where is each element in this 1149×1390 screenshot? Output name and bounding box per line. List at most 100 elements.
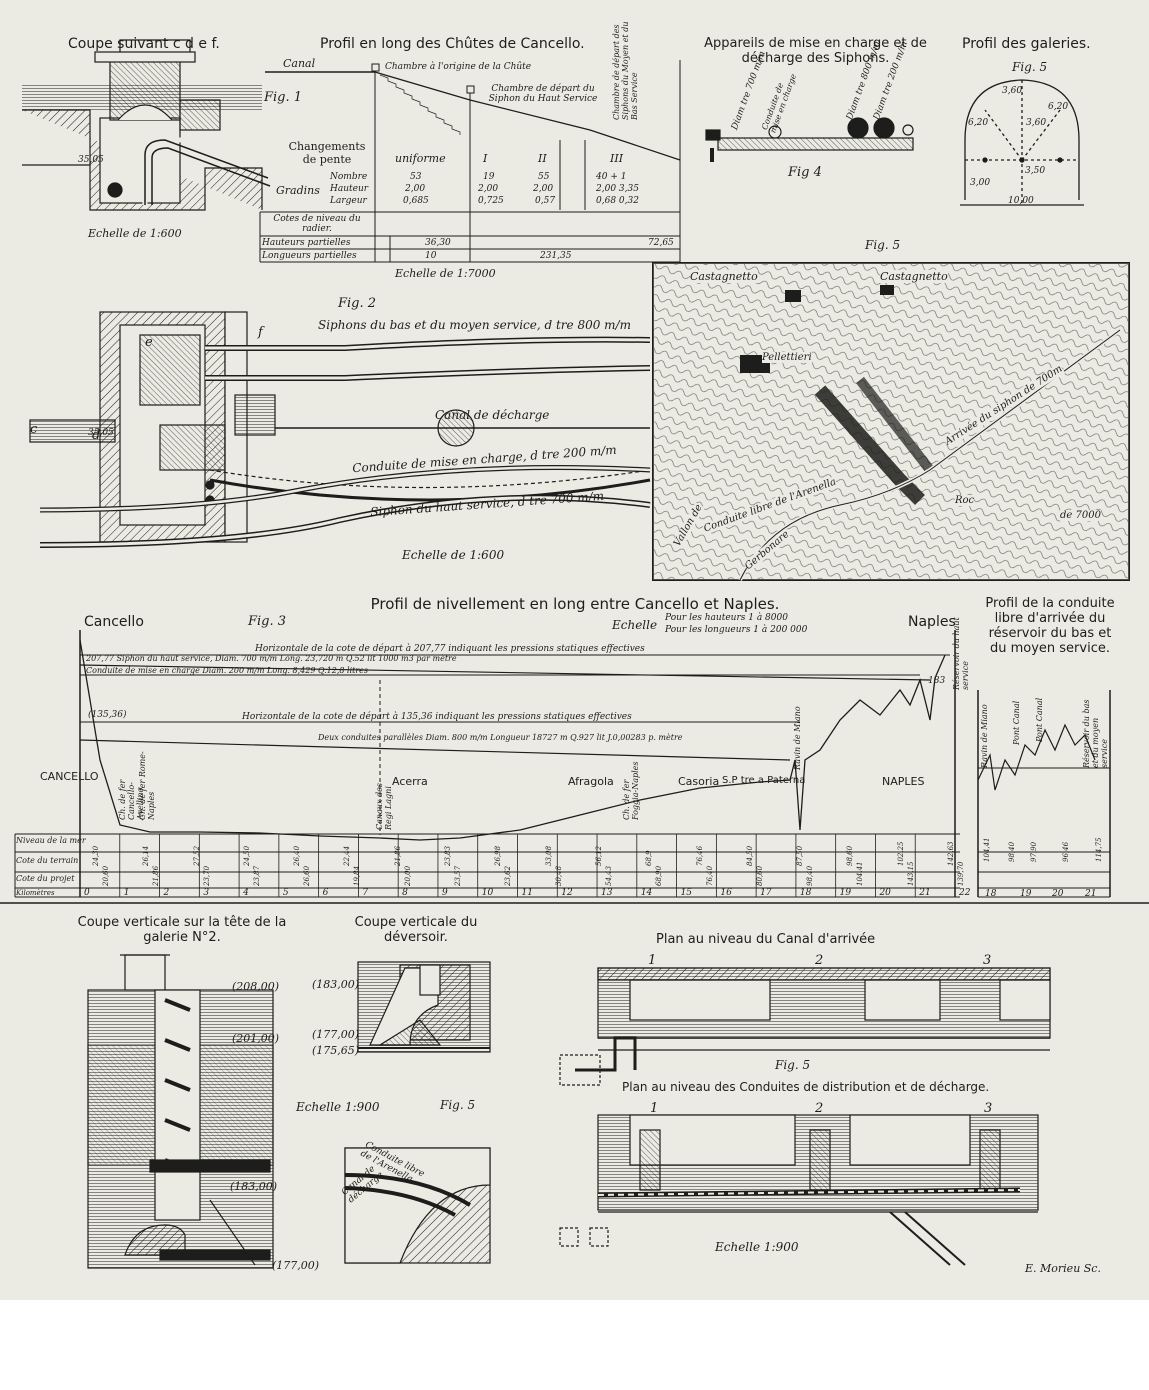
nivellement-title: Profil de nivellement en long entre Canc… — [370, 595, 780, 613]
right-km-3: 21 — [1085, 889, 1097, 899]
plan-canal-title: Plan au niveau du Canal d'arrivée — [656, 932, 876, 947]
right-vertical-2: Pont Canal — [1035, 697, 1044, 742]
terrain-elevation: 26,98 — [494, 845, 503, 866]
km-label: 9 — [441, 888, 448, 898]
profile-line1: Horizontale de la cote de départ à 207,7… — [255, 644, 645, 654]
letter-d: d — [92, 428, 101, 443]
terrain-elevation: 84,50 — [745, 845, 754, 866]
profile-echelle: Echelle — [612, 618, 658, 632]
deversoir-level-0: (183,00) — [312, 978, 360, 991]
hauteurs-label: Hauteurs partielles — [262, 238, 351, 248]
profile-line2: 207,77 Siphon du haut service, Diam. 700… — [86, 654, 457, 663]
terrain-elevation: 102,25 — [896, 841, 905, 867]
profil-chutes-title: Profil en long des Chûtes de Cancello. — [320, 36, 585, 52]
project-elevation: 20,00 — [403, 865, 412, 886]
profile-km-ticks — [79, 834, 956, 897]
km-label: 0 — [84, 888, 90, 898]
terrain-elevation: 87,50 — [796, 845, 805, 866]
map-label-7000: de 7000 — [1060, 510, 1101, 521]
vertical-5: Réservoir du haut service — [952, 617, 970, 690]
profile-peak: 183 — [928, 676, 946, 686]
canal-label: Canal — [283, 57, 316, 70]
km-label: 11 — [521, 888, 533, 898]
map-fig-label: Fig. 5 — [865, 238, 901, 252]
plan1-num-3: 3 — [983, 953, 992, 968]
nombre-0: 53 — [410, 172, 422, 182]
project-elevation: 23,62 — [504, 865, 513, 886]
project-elevation: 23,70 — [202, 865, 211, 886]
km-label: 17 — [760, 888, 772, 898]
naples-label: Naples — [908, 614, 956, 630]
right-elev-1: 98,40 — [1008, 841, 1016, 862]
galeries-fig: Fig. 5 — [1012, 60, 1048, 74]
map-label-pellettieri: Pellettieri — [762, 352, 812, 363]
nombre-3: 40 + 1 — [596, 172, 627, 182]
row-terrain: Cote du terrain — [16, 856, 79, 865]
plan2-num-2: 2 — [815, 1101, 824, 1116]
km-label: 10 — [481, 888, 494, 898]
km-label: 15 — [680, 888, 693, 898]
profile-line6: Deux conduites parallèles Diam. 800 m/m … — [318, 733, 683, 742]
km-label: 7 — [362, 888, 369, 898]
largeur-3: 0,68 0,32 — [596, 196, 639, 206]
project-elevation: 68,90 — [655, 865, 664, 886]
project-elevation: 54,43 — [604, 865, 613, 886]
longueurs-label: Longueurs partielles — [262, 251, 357, 261]
terrain-elevation: 26,40 — [293, 845, 302, 866]
hauteur-1: 2,00 — [478, 184, 499, 194]
plan-conduites-drawing — [559, 1114, 1039, 1266]
row-niveau: Niveau de la mer — [16, 836, 86, 845]
siphons-bas-label: Siphons du bas et du moyen service, d tr… — [318, 318, 631, 332]
col-uniforme: uniforme — [395, 152, 446, 165]
changements-label: Changements de pente — [288, 140, 366, 166]
project-elevation: 80,60 — [755, 865, 764, 886]
project-elevation: 23,57 — [454, 865, 463, 886]
project-elevation: 26,60 — [303, 865, 312, 886]
terrain-elevation: 27,52 — [192, 845, 201, 866]
plan-fig5-label: Fig. 5 — [775, 1058, 811, 1072]
project-elevation: 21,86 — [152, 865, 161, 886]
chambre-haut-label: Chambre de départ du Siphon du Haut Serv… — [488, 84, 598, 104]
fig2-label: Fig. 2 — [338, 296, 377, 311]
fig4-label: Fig 4 — [788, 165, 822, 180]
right-km-2: 20 — [1052, 889, 1064, 899]
hauteur-2: 2,00 — [533, 184, 554, 194]
map-label-roc: Roc — [955, 495, 975, 506]
row-nombre: Nombre — [330, 172, 368, 182]
galerie-level-3: (177,00) — [272, 1259, 320, 1272]
town-naples: NAPLES — [882, 775, 925, 788]
chambre-origine-label: Chambre à l'origine de la Chûte — [385, 62, 532, 72]
galerie-section-drawing — [87, 954, 274, 1269]
appareils-drawing — [705, 117, 914, 162]
map-label-castagnetto-1: Castagnetto — [690, 270, 758, 283]
chambre-bas-label: Chambre de départ des Siphons du Moyen e… — [612, 21, 639, 120]
km-label: 20 — [879, 888, 891, 898]
deversoir-level-2: (175,65) — [312, 1044, 360, 1057]
right-elev-3: 96,46 — [1062, 841, 1070, 862]
terrain-elevation: 98,60 — [846, 845, 855, 866]
town-cancello: CANCELLO — [40, 770, 99, 783]
galerie-profile-drawing — [960, 79, 1084, 206]
town-spietro: S.P tre a Paterna — [722, 775, 806, 786]
project-elevation: 76,40 — [705, 865, 714, 886]
col-II: II — [538, 152, 547, 165]
largeur-2: 0,57 — [535, 196, 556, 206]
km-label: 12 — [561, 888, 573, 898]
km-label: 13 — [601, 888, 613, 898]
deversoir-level-1: (177,00) — [312, 1028, 360, 1041]
row-projet: Cote du projet — [16, 874, 75, 883]
arenella-curve-drawing — [344, 1147, 491, 1264]
town-casoria: Casoria — [678, 775, 720, 788]
galerie-level-0: (208,00) — [232, 980, 280, 993]
engraver-signature: E. Morieu Sc. — [1025, 1262, 1101, 1275]
vertical-1: Ch. de fer Rome-Naples — [138, 751, 156, 820]
town-afragola: Afragola — [568, 775, 614, 788]
galeries-title: Profil des galeries. — [962, 36, 1091, 52]
deversoir-drawing — [357, 961, 491, 1053]
fig2-scale: Echelle de 1:600 — [402, 548, 505, 562]
engraved-plate: Coupe suivant c d e f. Echelle de 1:600 … — [0, 0, 1149, 1300]
plan-canal-drawing — [559, 967, 1051, 1086]
km-label: 6 — [322, 888, 329, 898]
profile-scale-h: Pour les hauteurs 1 à 8000 — [665, 613, 788, 623]
right-elev-2: 97,90 — [1030, 841, 1038, 862]
